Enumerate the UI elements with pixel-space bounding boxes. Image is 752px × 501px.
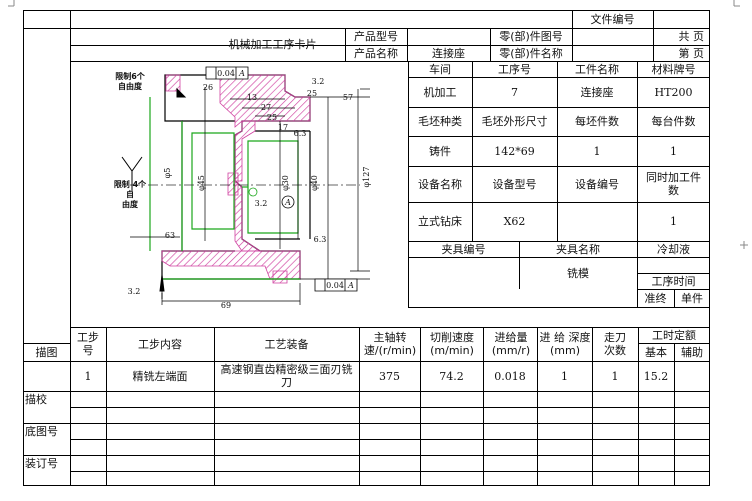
col-aux-header: 辅助	[681, 345, 703, 359]
row-speed: 375	[379, 369, 400, 383]
drawing-rough-1: 3.2	[311, 76, 325, 86]
row-content: 精铣左端面	[132, 369, 188, 383]
drawing-dim-26: 26	[202, 82, 214, 92]
blank-size-label: 毛坯外形尺寸	[481, 115, 548, 128]
col-feed-header: 进给量(mm/r)	[491, 331, 531, 357]
drawing-dim-25: 25	[266, 112, 278, 122]
equip-no-label: 设备编号	[575, 177, 619, 191]
drawing-dim-17: 17	[277, 122, 289, 132]
part-drawing-label: 零(部)件图号	[499, 30, 563, 43]
per-blank-value: 1	[593, 144, 601, 158]
equip-model-label: 设备型号	[492, 177, 537, 191]
drawing-dim-d127: φ127	[361, 166, 371, 188]
drawing-rough-2: 3.2	[254, 198, 268, 208]
equip-name-value: 立式钻床	[418, 215, 462, 228]
drawing-dim-d40: φ40	[309, 175, 319, 191]
col-passes-header: 走刀次数	[604, 331, 626, 357]
simultaneous-value: 1	[670, 215, 677, 228]
row-equip: 高速钢直齿精密级三面刃铣刀	[220, 363, 353, 389]
drawing-rough-4: 6.3	[313, 234, 327, 244]
col-depth-header: 进 给 深度(mm)	[539, 331, 591, 357]
drawing-dim-63: 63	[164, 230, 176, 240]
drawing-datum-a: A	[285, 197, 291, 207]
drawing-tol-bottom: 0.04	[326, 280, 344, 290]
side-binding-no-label: 装订号	[25, 456, 58, 470]
row-feed: 0.018	[494, 369, 526, 383]
drawing-rough-5: 6.3	[293, 128, 307, 138]
row-passes: 1	[611, 369, 619, 383]
blank-type-label: 毛坯种类	[418, 115, 462, 128]
fixture-name-value: 铣模	[567, 266, 589, 280]
drawing-datum-top: A	[239, 68, 245, 78]
product-name-value: 连接座	[432, 46, 465, 60]
per-blank-label: 每坯件数	[575, 115, 619, 128]
part-drawing	[70, 61, 410, 311]
drawing-dim-25b: 25	[306, 88, 318, 98]
drawing-dim-d30: φ30	[280, 175, 290, 191]
card-title: 机械加工工序卡片	[228, 38, 317, 51]
col-step-header: 工步号	[77, 331, 99, 357]
side-base-no-label: 底图号	[25, 424, 58, 438]
material-label: 材料牌号	[651, 62, 696, 76]
blank-size-value: 142*69	[494, 144, 535, 158]
row-basic: 15.2	[643, 369, 669, 383]
total-pages-label: 共 页	[678, 30, 705, 43]
side-proof-label: 描校	[25, 392, 47, 406]
equip-model-value: X62	[503, 215, 526, 228]
side-trace-label: 描图	[35, 345, 58, 359]
product-model-label: 产品型号	[354, 30, 398, 43]
drawing-tol-top: 0.04	[217, 68, 235, 78]
workshop-label: 车间	[429, 62, 451, 76]
col-quota-header: 工时定额	[652, 328, 696, 342]
op-name-label: 工件名称	[575, 62, 619, 76]
coolant-label: 冷却液	[657, 242, 690, 256]
op-name-value: 连接座	[580, 85, 614, 99]
fixture-name-label: 夹具名称	[556, 242, 600, 256]
row-depth: 1	[561, 369, 568, 383]
col-speed-header: 主轴转速/(r/min)	[363, 331, 417, 357]
simultaneous-label: 同时加工件数	[646, 171, 701, 197]
row-step: 1	[84, 369, 92, 383]
per-unit-label: 每台件数	[651, 115, 696, 128]
drawing-annot-dof4: 限制 4个自 由度	[113, 180, 147, 209]
fixture-no-label: 夹具编号	[441, 242, 486, 256]
workshop-value: 机加工	[423, 85, 457, 99]
drawing-dim-13: 13	[246, 92, 258, 102]
drawing-dim-d5: φ5	[162, 167, 172, 179]
op-time-label: 工序时间	[651, 274, 696, 288]
col-equip-header: 工艺装备	[264, 337, 309, 351]
row-aux	[674, 361, 710, 391]
drawing-annot-dof6: 限制6个 自由度	[115, 72, 145, 91]
row-cut: 74.2	[439, 369, 464, 383]
page-label: 第 页	[678, 46, 705, 60]
drawing-rough-3: 3.2	[127, 286, 141, 296]
material-value: HT200	[654, 85, 693, 99]
unit-time-label: 单件	[681, 291, 703, 305]
prep-time-label: 准终	[644, 291, 667, 305]
drawing-dim-57: 57	[342, 92, 354, 102]
blank-type-value: 铸件	[429, 144, 451, 158]
op-no-value: 7	[511, 85, 518, 99]
per-unit-value: 1	[670, 144, 677, 158]
col-cut-header: 切削速度(m/min)	[430, 331, 474, 357]
drawing-dim-69: 69	[220, 300, 232, 310]
col-basic-header: 基本	[645, 345, 667, 359]
col-content-header: 工步内容	[138, 337, 182, 351]
part-name-label: 零(部)件名称	[499, 46, 563, 60]
product-name-label: 产品名称	[354, 46, 398, 60]
doc-no-label: 文件编号	[590, 12, 635, 26]
drawing-dim-27: 27	[260, 102, 272, 112]
drawing-datum-bottom: A	[348, 280, 354, 290]
equip-name-label: 设备名称	[418, 177, 462, 191]
op-no-label: 工序号	[498, 62, 531, 76]
drawing-dim-d45: φ45	[196, 175, 206, 191]
